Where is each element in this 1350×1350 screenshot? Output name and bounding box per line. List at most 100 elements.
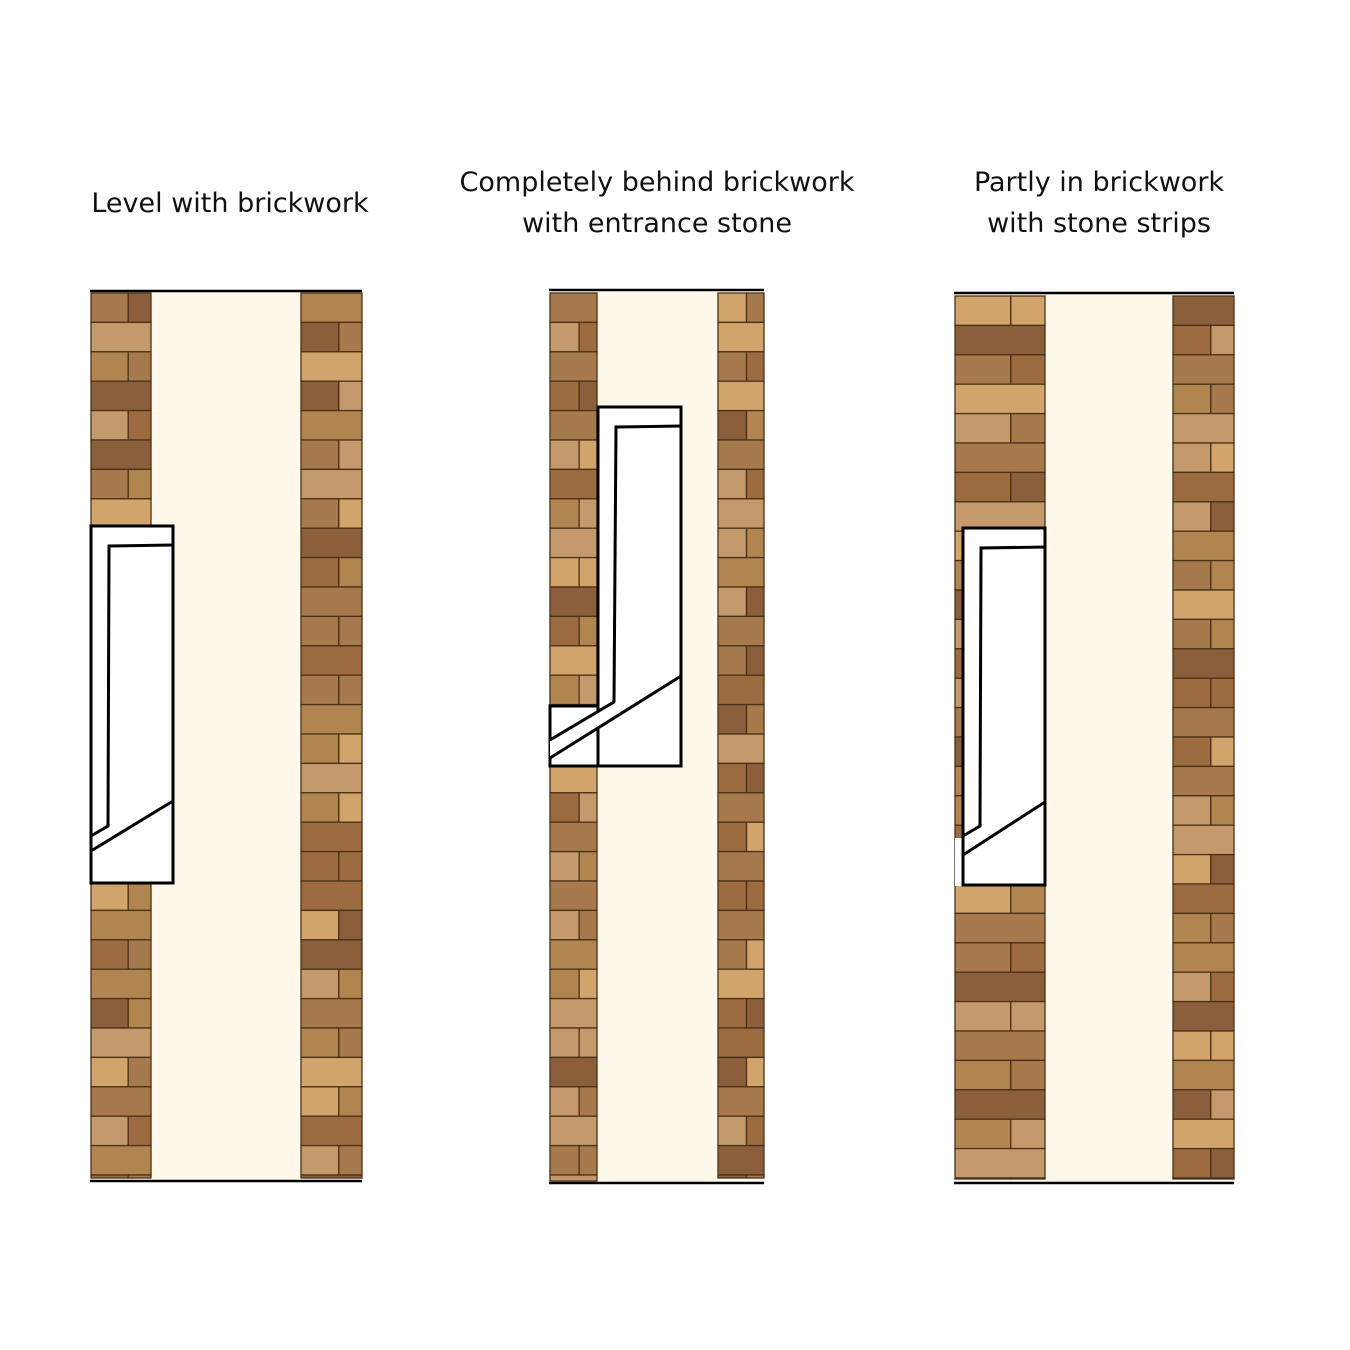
brick	[338, 1144, 363, 1176]
brick	[1172, 354, 1235, 385]
sill-line-3	[962, 800, 1046, 857]
brick	[90, 1115, 129, 1147]
brick	[127, 468, 152, 500]
brick	[717, 909, 765, 941]
brick	[549, 615, 580, 647]
brick	[954, 1089, 1046, 1120]
brick	[745, 939, 765, 970]
brick	[549, 645, 598, 676]
brick	[578, 556, 598, 588]
brick	[745, 1056, 765, 1088]
brick	[1210, 853, 1235, 885]
brick	[300, 909, 340, 941]
brick	[549, 292, 598, 324]
brick	[338, 1086, 363, 1117]
brick	[1172, 677, 1212, 709]
brick	[90, 1056, 129, 1088]
brick	[717, 645, 748, 676]
brick	[578, 909, 598, 941]
inner-leaf-1	[300, 292, 363, 1179]
brick	[954, 883, 1012, 915]
brick	[127, 1056, 152, 1088]
brick	[1172, 589, 1235, 621]
stone-strip-gap	[955, 838, 965, 886]
brick	[127, 409, 152, 441]
brick	[1010, 883, 1046, 915]
brick	[745, 1115, 765, 1147]
brick	[300, 439, 340, 471]
brick	[717, 674, 765, 706]
brick	[1010, 412, 1046, 444]
brick	[1010, 295, 1046, 327]
brick	[1172, 295, 1235, 327]
brick	[745, 586, 765, 618]
brick	[338, 968, 363, 1000]
brick	[1172, 853, 1212, 885]
brick	[90, 939, 129, 970]
brick	[549, 1174, 598, 1182]
brick	[578, 792, 598, 823]
brick	[338, 556, 363, 588]
brick	[549, 1115, 598, 1147]
brick	[954, 295, 1012, 327]
brick	[717, 821, 748, 853]
brick	[1172, 1030, 1212, 1062]
brick	[578, 968, 598, 1000]
brick	[1172, 971, 1212, 1003]
brick	[1210, 1147, 1235, 1179]
brick	[745, 645, 765, 676]
brick	[90, 409, 129, 441]
brick	[954, 383, 1046, 415]
brick	[1172, 471, 1235, 503]
brick	[717, 1174, 748, 1179]
brick	[717, 1027, 765, 1059]
brick	[549, 1086, 580, 1117]
brick	[549, 939, 598, 970]
brick	[717, 1144, 765, 1176]
brick	[578, 1144, 598, 1176]
brick	[1210, 912, 1235, 944]
brick	[1010, 1177, 1046, 1180]
brick	[745, 468, 765, 500]
brick	[90, 292, 129, 324]
panel-title-partly: Partly in brickwork with stone strips	[973, 167, 1225, 239]
brick	[954, 1177, 1012, 1180]
brick	[954, 942, 1012, 973]
brick	[90, 968, 152, 1000]
brick	[578, 439, 598, 471]
brick	[300, 968, 340, 1000]
brick	[717, 556, 765, 588]
brick	[745, 527, 765, 559]
brick	[549, 880, 598, 912]
brick	[90, 997, 129, 1029]
panel-title-behind: Completely behind brickwork with entranc…	[459, 167, 855, 239]
brick	[578, 498, 598, 529]
brick	[338, 321, 363, 353]
brick	[954, 471, 1012, 503]
brick	[549, 968, 580, 1000]
brick	[578, 321, 598, 353]
brick	[745, 821, 765, 853]
brick	[1010, 1059, 1046, 1091]
brick	[549, 909, 580, 941]
brick	[549, 468, 598, 500]
brick	[338, 439, 363, 471]
brick	[300, 939, 363, 970]
brick	[954, 912, 1046, 944]
brick	[300, 321, 340, 353]
brick	[745, 997, 765, 1029]
brick	[717, 733, 765, 765]
brick	[1210, 442, 1235, 474]
inner-leaf-2	[717, 292, 765, 1179]
brick	[1210, 559, 1235, 591]
brick	[717, 468, 748, 500]
brick	[954, 971, 1046, 1003]
brick	[954, 412, 1012, 444]
brick	[300, 615, 340, 647]
brick	[300, 1027, 340, 1059]
brick	[1172, 795, 1212, 826]
brick	[1210, 736, 1235, 768]
brick	[745, 292, 765, 324]
brick	[745, 762, 765, 794]
brick	[90, 1174, 129, 1179]
